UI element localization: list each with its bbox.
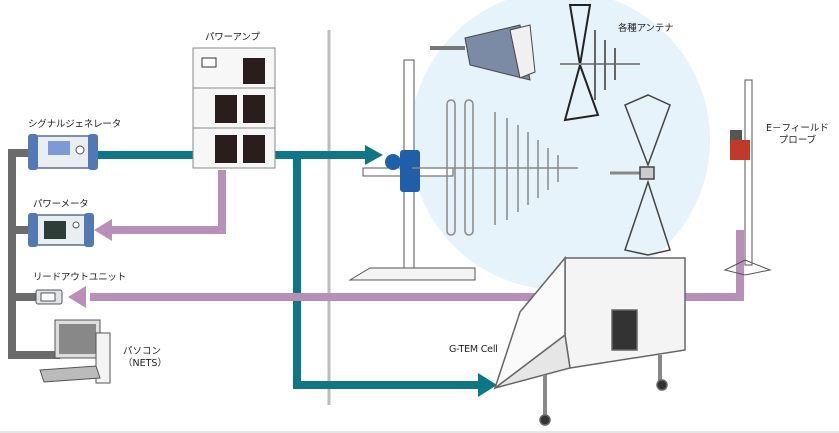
field-probe-icon	[723, 79, 772, 276]
power-amp-icon	[192, 47, 276, 169]
power-meter-icon	[28, 213, 94, 247]
antenna-mast-icon	[348, 59, 476, 281]
pc-icon	[39, 319, 111, 384]
biconical-antenna-icon	[610, 94, 671, 256]
antennas-label: 各種アンテナ	[618, 23, 674, 34]
probe-label-line1: E－フィールド	[766, 123, 829, 134]
feedback-line	[90, 170, 744, 301]
antenna-zone	[410, 0, 710, 290]
power-meter-label: パワーメータ	[33, 199, 89, 210]
signal-arrow-gtem	[478, 373, 497, 397]
probe-label: E－フィールド プローブ	[766, 123, 829, 147]
pc-label-line1: パソコン	[123, 346, 162, 357]
signal-generator-label: シグナルジェネレータ	[28, 119, 122, 130]
horn-antenna-icon	[430, 24, 536, 81]
control-bus	[8, 149, 60, 359]
probe-label-line2: プローブ	[778, 135, 817, 146]
signal-line	[95, 151, 480, 389]
pc-label: パソコン （NETS）	[123, 346, 167, 370]
gtem-cell-icon	[493, 255, 686, 426]
pc-label-line2: （NETS）	[123, 358, 167, 369]
signal-generator-icon	[28, 134, 98, 170]
gtem-label: G-TEM Cell	[449, 344, 498, 355]
log-periodic-antenna-icon	[412, 99, 578, 236]
signal-arrow-antenna	[365, 145, 383, 165]
power-amp-label: パワーアンプ	[205, 32, 260, 43]
feedback-arrow-meter	[94, 219, 112, 241]
readout-unit-icon	[35, 289, 63, 305]
readout-unit-label: リードアウトユニット	[33, 272, 127, 283]
feedback-arrow-readout	[68, 286, 86, 308]
bowtie-antenna-icon	[560, 4, 640, 122]
